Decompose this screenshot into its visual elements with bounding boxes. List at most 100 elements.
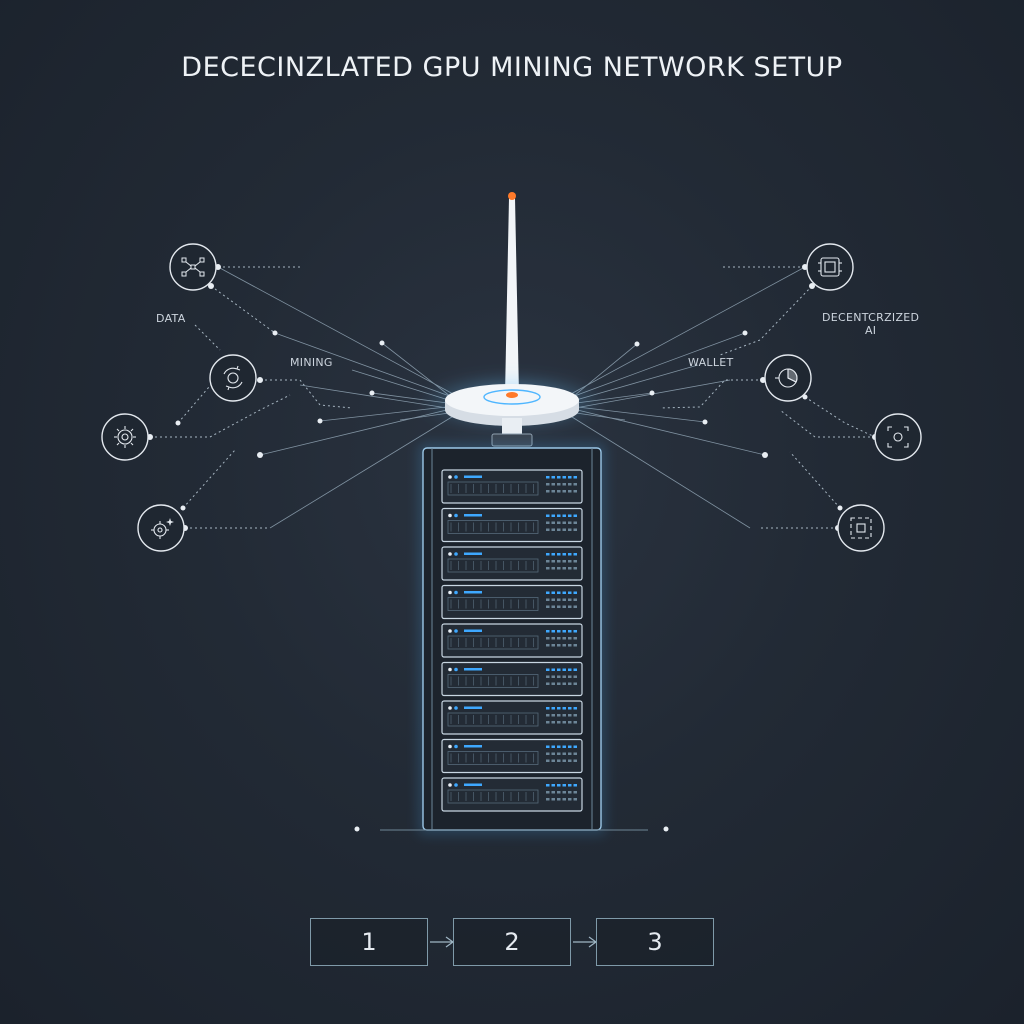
rack-unit: [441, 584, 583, 620]
connector: [182, 449, 236, 509]
rack-unit: [441, 469, 583, 504]
indicator: [551, 798, 555, 801]
indicator: [573, 567, 577, 570]
focus-frame-icon: [887, 426, 909, 448]
indicator: [546, 490, 550, 493]
rack-unit: [441, 700, 583, 735]
indicator: [573, 707, 577, 710]
indicator: [551, 675, 555, 678]
status-led: [454, 552, 458, 556]
indicator: [551, 791, 555, 794]
indicator: [557, 721, 561, 724]
indicator: [551, 605, 555, 608]
indicator: [573, 591, 577, 594]
status-led: [448, 590, 452, 595]
node-target[interactable]: [837, 504, 885, 552]
node-data[interactable]: [169, 243, 217, 291]
label-mining: MINING: [290, 356, 333, 369]
indicator: [546, 598, 550, 601]
indicator: [573, 637, 577, 640]
indicator: [562, 791, 566, 794]
indicator: [562, 644, 566, 647]
status-led: [448, 783, 452, 787]
node-mining[interactable]: [209, 354, 257, 402]
indicator: [568, 560, 572, 563]
indicator: [551, 707, 555, 710]
label-decentralized-ai-line1: DECENTCRZIZED: [822, 311, 920, 324]
status-led: [454, 744, 458, 749]
status-led: [448, 513, 452, 518]
indicator: [557, 598, 561, 601]
indicator: [573, 675, 577, 678]
indicator: [573, 598, 577, 601]
indicator: [568, 598, 572, 601]
indicator: [557, 521, 561, 524]
indicator: [551, 528, 555, 531]
indicator: [551, 490, 555, 493]
step-1-box[interactable]: 1: [310, 918, 428, 966]
rack-unit: [441, 738, 583, 774]
indicator: [551, 752, 555, 755]
indicator: [551, 714, 555, 717]
indicator: [557, 745, 561, 748]
indicator: [573, 759, 577, 762]
indicator: [573, 630, 577, 633]
dot: [208, 283, 214, 289]
node-chip[interactable]: [101, 413, 149, 461]
status-led: [448, 629, 452, 633]
indicator: [546, 637, 550, 640]
indicator: [557, 714, 561, 717]
indicator: [557, 483, 561, 486]
indicator: [546, 553, 550, 556]
dot: [742, 330, 748, 336]
antenna: [505, 192, 519, 395]
indicator: [573, 714, 577, 717]
indicator: [568, 675, 572, 678]
indicator: [562, 553, 566, 556]
label-decentralized-ai-line2: AI: [864, 324, 877, 337]
indicator: [546, 675, 550, 678]
indicator: [573, 521, 577, 524]
node-gpu[interactable]: [806, 243, 854, 291]
indicator: [551, 682, 555, 685]
indicator: [573, 528, 577, 531]
dot: [369, 390, 375, 396]
rack-unit: [441, 623, 583, 658]
dot: [180, 505, 186, 511]
indicator: [546, 668, 550, 671]
indicator: [573, 784, 577, 787]
dot: [272, 330, 278, 336]
indicator: [546, 721, 550, 724]
indicator: [568, 521, 572, 524]
node-wallet[interactable]: [764, 354, 812, 402]
dot: [354, 826, 360, 832]
status-led: [454, 706, 458, 710]
dot: [379, 340, 385, 346]
indicator: [557, 644, 561, 647]
network-nodes-icon: [181, 257, 205, 277]
ray: [259, 407, 456, 456]
step-2-box[interactable]: 2: [453, 918, 571, 966]
indicator: [568, 752, 572, 755]
indicator: [562, 682, 566, 685]
step-3-box[interactable]: 3: [596, 918, 714, 966]
ray: [568, 407, 766, 456]
indicator: [551, 759, 555, 762]
indicator: [562, 707, 566, 710]
status-led: [454, 667, 458, 672]
server-rack: [418, 443, 606, 835]
indicator: [557, 707, 561, 710]
indicator: [546, 483, 550, 486]
antenna-tip: [508, 192, 516, 200]
rack-unit: [441, 777, 583, 812]
indicator: [551, 476, 555, 479]
label-data: DATA: [156, 312, 186, 325]
indicator: [568, 721, 572, 724]
ray: [568, 266, 806, 396]
node-focus[interactable]: [874, 413, 922, 461]
indicator: [546, 591, 550, 594]
indicator: [546, 476, 550, 479]
node-sparkle[interactable]: [137, 504, 185, 552]
indicator: [546, 784, 550, 787]
